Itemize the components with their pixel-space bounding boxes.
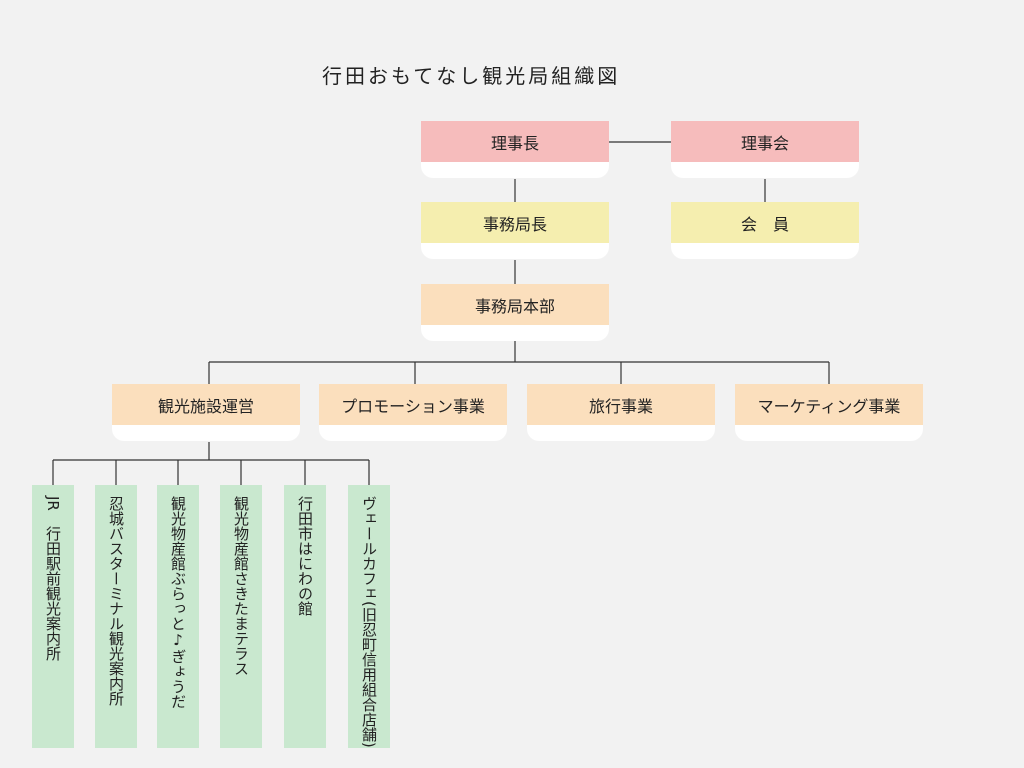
board-node: 理事会 (671, 121, 859, 178)
headquarters-label: 事務局本部 (421, 284, 609, 325)
secretary-general-label: 事務局長 (421, 202, 609, 243)
division-label: 旅行事業 (527, 384, 715, 425)
facility-sakitama-terrace: 観光物産館さきたまテラス (220, 485, 262, 748)
division-label: マーケティング事業 (735, 384, 923, 425)
headquarters-node: 事務局本部 (421, 284, 609, 341)
facility-label: 観光物産館ぶらっと♪ぎょうだ (169, 496, 187, 709)
division-label: プロモーション事業 (319, 384, 507, 425)
facility-oshijo-bus-terminal-info: 忍城バスターミナル観光案内所 (95, 485, 137, 748)
facility-jr-gyoda-info-center: JR 行田駅前観光案内所 (32, 485, 74, 748)
division-node-promotion: プロモーション事業 (319, 384, 507, 441)
facility-label: 忍城バスターミナル観光案内所 (107, 496, 125, 706)
facility-label: 観光物産館さきたまテラス (232, 496, 250, 676)
members-label: 会 員 (671, 202, 859, 243)
division-node-marketing: マーケティング事業 (735, 384, 923, 441)
secretary-general-node: 事務局長 (421, 202, 609, 259)
division-node-travel: 旅行事業 (527, 384, 715, 441)
chairman-node: 理事長 (421, 121, 609, 178)
board-label: 理事会 (671, 121, 859, 162)
facility-veil-cafe: ヴェールカフェ(旧忍町信用組合店舗) (348, 485, 390, 748)
division-node-tourism-facilities: 観光施設運営 (112, 384, 300, 441)
chart-title: 行田おもてなし観光局組織図 (322, 64, 621, 88)
facility-label: JR 行田駅前観光案内所 (44, 496, 62, 661)
chairman-label: 理事長 (421, 121, 609, 162)
facility-label: 行田市はにわの館 (296, 496, 314, 616)
facility-buratto-gyoda: 観光物産館ぶらっと♪ぎょうだ (157, 485, 199, 748)
facility-haniwa-hall: 行田市はにわの館 (284, 485, 326, 748)
members-node: 会 員 (671, 202, 859, 259)
division-label: 観光施設運営 (112, 384, 300, 425)
facility-label: ヴェールカフェ(旧忍町信用組合店舗) (360, 496, 378, 748)
